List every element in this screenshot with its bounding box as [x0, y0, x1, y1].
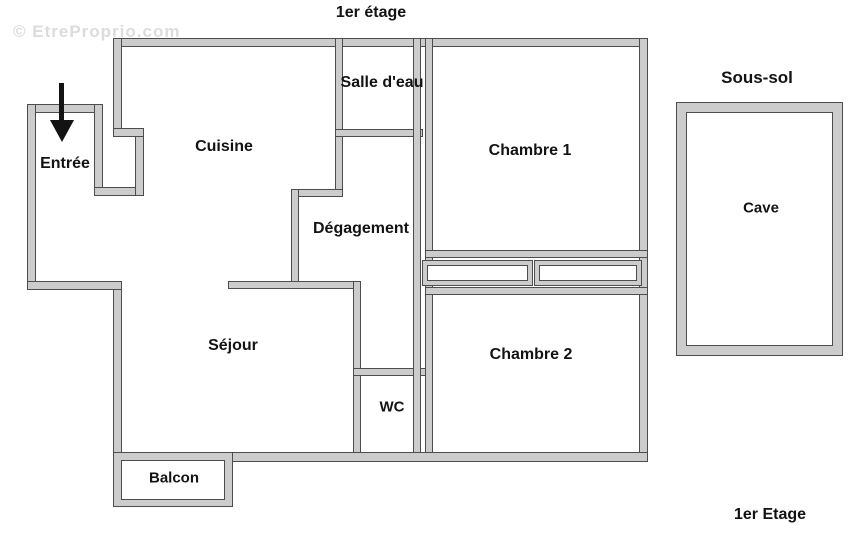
- wall-notch-right: [135, 128, 144, 196]
- balcon-room: [121, 460, 225, 500]
- wall-salledeau-bottom: [335, 129, 423, 137]
- entrance-arrow-icon: [59, 83, 64, 121]
- wall-chambre1-bottom: [425, 250, 648, 258]
- cave-room: [677, 103, 842, 355]
- wall-degagement-left: [291, 189, 299, 289]
- wall-entree-bottom: [27, 281, 122, 290]
- wall-divider-left: [413, 38, 421, 453]
- floor-title-bottom: 1er Etage: [733, 506, 807, 523]
- closet-left: [423, 261, 532, 285]
- wall-entree-right: [94, 104, 103, 196]
- wall-sejour-right: [353, 281, 361, 453]
- closet-right: [535, 261, 641, 285]
- floor-title-top: 1er étage: [335, 4, 407, 21]
- wall-entree-left: [27, 104, 36, 290]
- wall-notch-top: [113, 128, 144, 137]
- room-label-wc: WC: [379, 398, 405, 416]
- entrance-arrow-head-icon: [50, 120, 74, 142]
- wall-entree-top: [27, 104, 103, 113]
- room-label-chambre1: Chambre 1: [488, 142, 572, 159]
- room-label-entree: Entrée: [40, 155, 90, 172]
- watermark: © EtreProprio.com: [13, 22, 181, 41]
- basement-title: Sous-sol: [721, 68, 793, 87]
- room-label-sejour: Séjour: [208, 337, 258, 354]
- room-label-balcon: Balcon: [148, 469, 200, 487]
- wall-outer-left-lower: [113, 281, 122, 462]
- wall-chambre2-top: [425, 287, 648, 295]
- wall-cuisine-right: [335, 38, 343, 197]
- wall-outer-left-upper: [113, 38, 122, 137]
- room-label-salle-deau: Salle d'eau: [340, 74, 424, 91]
- wall-outer-top: [113, 38, 648, 47]
- wall-sejour-top: [228, 281, 360, 289]
- room-label-cave: Cave: [743, 199, 779, 217]
- room-label-degagement: Dégagement: [312, 220, 410, 237]
- wall-divider-right: [425, 38, 433, 453]
- room-label-chambre2: Chambre 2: [489, 346, 573, 363]
- room-label-cuisine: Cuisine: [195, 138, 253, 155]
